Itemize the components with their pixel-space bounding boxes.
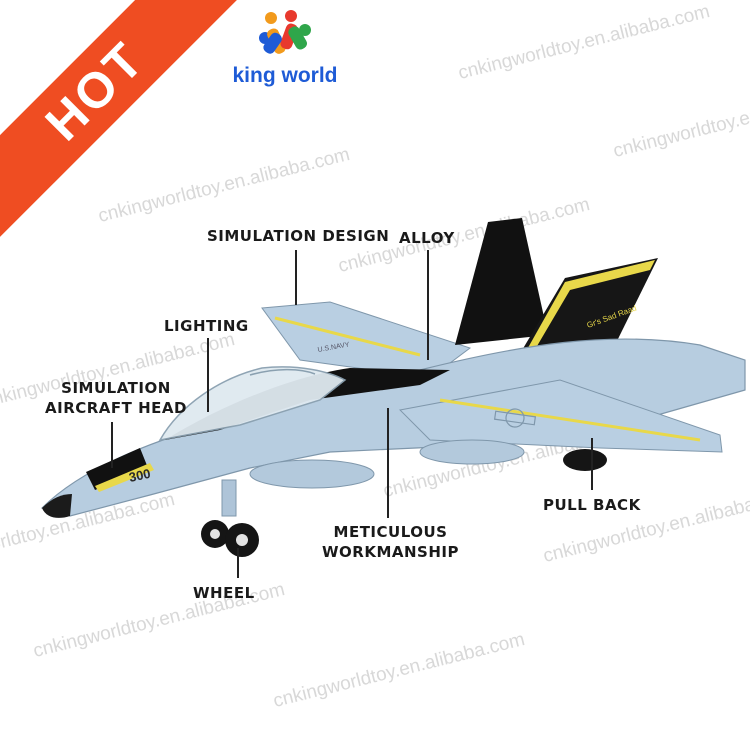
brand-figures-icon (259, 10, 311, 54)
label-aircraft-head-line2: AIRCRAFT HEAD (45, 399, 187, 417)
label-meticulous-line1: METICULOUS (333, 523, 448, 541)
vertical-tail-yellow (515, 258, 658, 362)
label-aircraft-head: SIMULATION AIRCRAFT HEAD (45, 378, 187, 418)
rear-wheel (563, 449, 607, 471)
fuel-tank (419, 439, 525, 465)
nose-number: 300 (128, 466, 152, 485)
label-meticulous-line2: WORKMANSHIP (322, 543, 459, 561)
label-alloy: ALLOY (399, 229, 455, 247)
star-insignia-icon (493, 408, 537, 428)
lower-wing (398, 379, 723, 453)
canopy (158, 366, 347, 442)
label-simulation-design: SIMULATION DESIGN (207, 227, 390, 245)
label-wheel: WHEEL (193, 584, 255, 602)
nose-cone (42, 494, 72, 518)
label-meticulous-workmanship: METICULOUS WORKMANSHIP (322, 522, 459, 562)
fuel-tank (249, 459, 375, 489)
vertical-tail-black (455, 218, 548, 345)
brand-logo: king world (225, 8, 345, 90)
label-pull-back: PULL BACK (543, 496, 641, 514)
label-aircraft-head-line1: SIMULATION (61, 379, 171, 397)
label-lighting: LIGHTING (164, 317, 249, 335)
brand-name: king world (232, 64, 338, 87)
